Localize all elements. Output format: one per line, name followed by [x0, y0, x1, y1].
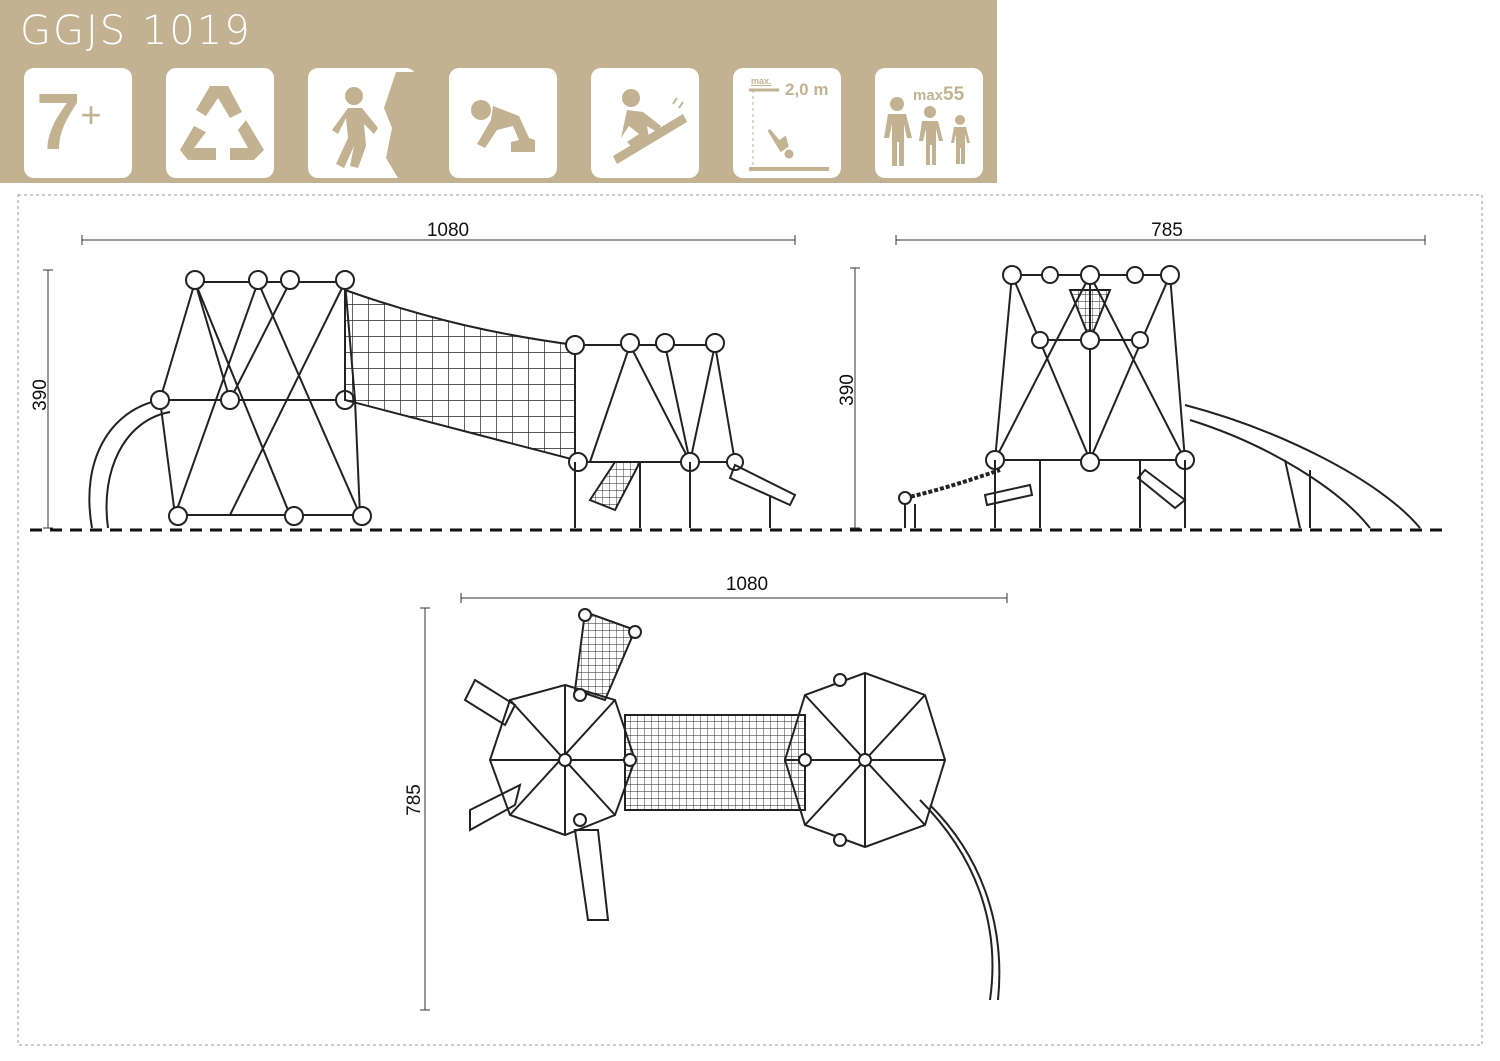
climbing-icon [308, 68, 416, 178]
side-view-structure [898, 265, 1421, 529]
product-code: GGJS 1019 [20, 8, 252, 54]
age-value: 7 [36, 77, 81, 166]
front-height-label: 390 [30, 379, 51, 411]
capacity-value: 55 [943, 84, 965, 105]
sliding-icon [591, 68, 699, 178]
top-width-label: 1080 [726, 574, 768, 595]
top-view-structure [463, 608, 1001, 1001]
fall-height-prefix: max. [751, 76, 772, 86]
side-view-dimensions [850, 235, 1426, 529]
users-capacity-icon: max55 [875, 68, 983, 178]
capacity-prefix: max [913, 87, 944, 104]
fall-height-icon: max. 2,0 m [733, 68, 841, 178]
header-banner: GGJS 1019 7+ [0, 0, 997, 183]
recycle-icon [166, 68, 274, 178]
crawling-icon [449, 68, 557, 178]
side-width-label: 785 [1151, 220, 1183, 241]
front-view-dimensions [43, 235, 796, 529]
top-view-dimensions [420, 593, 1008, 1011]
side-height-label: 390 [837, 374, 858, 406]
drawing-frame [17, 194, 1483, 1046]
age-icon: 7+ [24, 68, 132, 178]
top-depth-label: 785 [404, 784, 425, 816]
fall-height-value: 2,0 m [785, 80, 829, 99]
front-view-structure [88, 270, 797, 529]
age-suffix: + [80, 94, 102, 135]
front-width-label: 1080 [427, 220, 469, 241]
